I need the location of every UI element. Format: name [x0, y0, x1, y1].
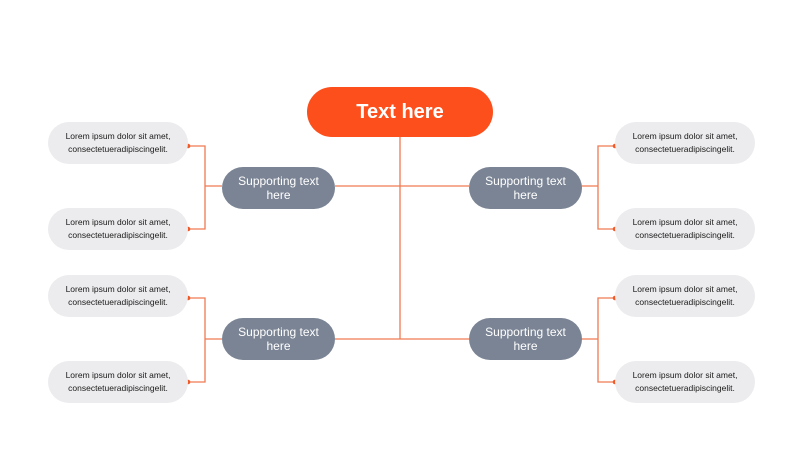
support-node-label: Supporting text here	[485, 174, 566, 202]
leaf-node-bottom-left-1: Lorem ipsum dolor sit amet, consectetuer…	[48, 275, 188, 317]
support-node-top-right: Supporting text here	[469, 167, 582, 209]
support-node-label: Supporting text here	[238, 174, 319, 202]
leaf-node-top-right-1: Lorem ipsum dolor sit amet, consectetuer…	[615, 122, 755, 164]
main-node-label: Text here	[356, 100, 444, 123]
main-node: Text here	[307, 87, 493, 137]
leaf-node-text: Lorem ipsum dolor sit amet, consectetuer…	[632, 217, 738, 240]
bracket-top-right	[597, 145, 615, 230]
leaf-node-bottom-right-2: Lorem ipsum dolor sit amet, consectetuer…	[615, 361, 755, 403]
leaf-node-top-right-2: Lorem ipsum dolor sit amet, consectetuer…	[615, 208, 755, 250]
leaf-node-text: Lorem ipsum dolor sit amet, consectetuer…	[65, 370, 171, 393]
support-node-top-left: Supporting text here	[222, 167, 335, 209]
support-node-bottom-left: Supporting text here	[222, 318, 335, 360]
leaf-node-text: Lorem ipsum dolor sit amet, consectetuer…	[632, 370, 738, 393]
support-node-bottom-right: Supporting text here	[469, 318, 582, 360]
bracket-top-left	[188, 145, 206, 230]
leaf-node-bottom-left-2: Lorem ipsum dolor sit amet, consectetuer…	[48, 361, 188, 403]
leaf-node-top-left-2: Lorem ipsum dolor sit amet, consectetuer…	[48, 208, 188, 250]
leaf-node-text: Lorem ipsum dolor sit amet, consectetuer…	[632, 131, 738, 154]
leaf-node-bottom-right-1: Lorem ipsum dolor sit amet, consectetuer…	[615, 275, 755, 317]
bracket-bottom-right	[597, 297, 615, 383]
leaf-node-text: Lorem ipsum dolor sit amet, consectetuer…	[65, 284, 171, 307]
support-node-label: Supporting text here	[485, 325, 566, 353]
leaf-node-text: Lorem ipsum dolor sit amet, consectetuer…	[632, 284, 738, 307]
leaf-node-top-left-1: Lorem ipsum dolor sit amet, consectetuer…	[48, 122, 188, 164]
leaf-node-text: Lorem ipsum dolor sit amet, consectetuer…	[65, 217, 171, 240]
support-node-label: Supporting text here	[238, 325, 319, 353]
leaf-node-text: Lorem ipsum dolor sit amet, consectetuer…	[65, 131, 171, 154]
bracket-bottom-left	[188, 297, 206, 383]
